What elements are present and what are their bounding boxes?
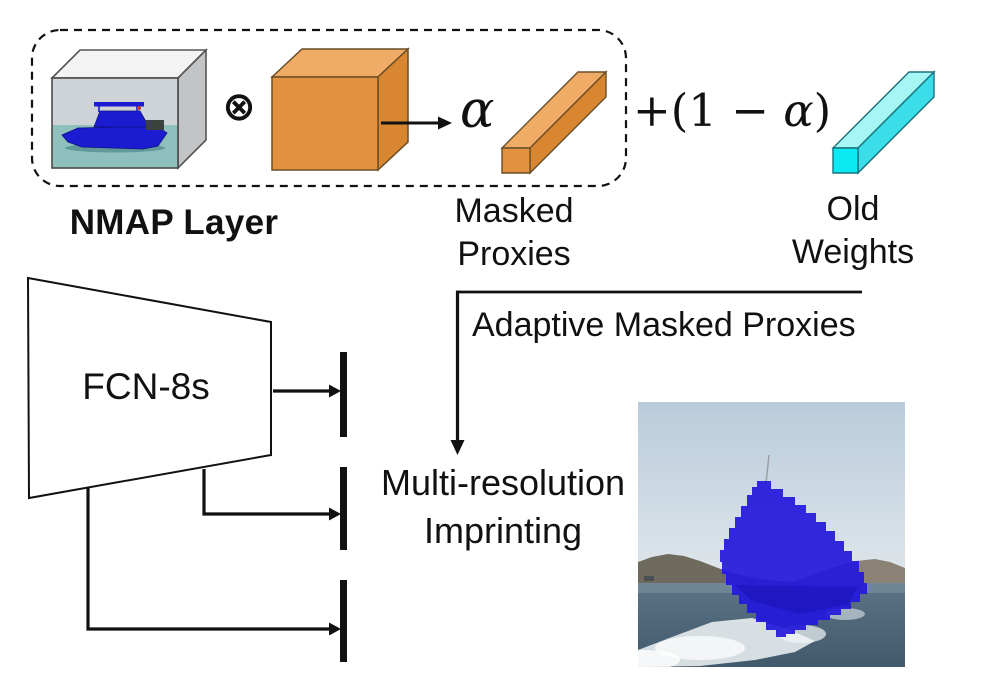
input-image-cube [50,48,208,170]
boat-mast-line [765,454,770,484]
old-weights-bar [831,70,936,175]
alpha-symbol: α [460,81,495,140]
input-photo-border [51,77,179,169]
old-weights-label: Old Weights [792,188,914,274]
distant-boat-speck [644,576,654,581]
nmap-layer-dashed-box [30,28,628,188]
masked-boat-cabin [93,110,150,128]
masked-proxies-label-line2: Proxies [457,235,571,274]
cube-to-alpha-arrow [381,116,452,130]
masked-proxies-label: Masked Proxies [454,190,573,276]
multi-resolution-label-line2: Imprinting [423,509,583,551]
interpolation-formula: +(1 − α) [633,84,831,138]
segmentation-mask-hull-shade [735,585,858,614]
skip3-arrowhead [329,622,341,636]
fcn8s-trapezoid [26,276,272,500]
skip2-arrowhead [329,507,341,521]
masked-boat-canopy [94,102,144,107]
skip1-arrowhead [329,384,341,398]
masked-proxy-cube [270,47,410,172]
tensor-product-icon: ⊗ [222,84,256,130]
adaptive-masked-proxies-label: Adaptive Masked Proxies [472,306,856,344]
skip-connection-2 [202,469,341,521]
output-hills-left [638,554,820,583]
skip3-line [86,488,330,631]
multi-resolution-imprinting-label: Multi-resolution Imprinting [381,459,625,555]
adaptive-proxies-arrow [450,290,465,455]
old-weights-label-line1: Old [826,190,880,228]
masked-proxies-label-line1: Masked [454,192,574,230]
input-photo [52,78,178,168]
nmap-layer-label: NMAP Layer [69,203,279,242]
adaptive-proxies-arrowhead [450,440,465,455]
old-weights-bar-front [832,147,859,174]
old-weights-label-line2: Weights [791,233,915,272]
multi-resolution-label-line1: Multi-resolution [380,462,626,503]
proxy-cube-front-face [271,76,379,171]
boat-cargo-box [146,120,164,130]
cube-to-alpha-arrowhead [438,116,452,130]
fcn8s-label: FCN-8s [82,366,210,407]
formula-suffix: ) [813,84,832,137]
skip2-line [202,469,330,516]
wake-foam-blob-2 [610,650,680,670]
skip-connection-1 [273,384,341,398]
output-image [610,402,905,670]
masked-proxies-bar-front [501,147,531,174]
skip-connection-3 [86,488,341,636]
masked-proxies-bar [500,70,608,175]
wake-foam-blob-1 [655,636,745,660]
boat-flag-dot [137,106,141,110]
formula-prefix: +(1 − [633,84,784,137]
segmentation-mask [720,481,867,637]
formula-alpha: α [783,84,814,137]
